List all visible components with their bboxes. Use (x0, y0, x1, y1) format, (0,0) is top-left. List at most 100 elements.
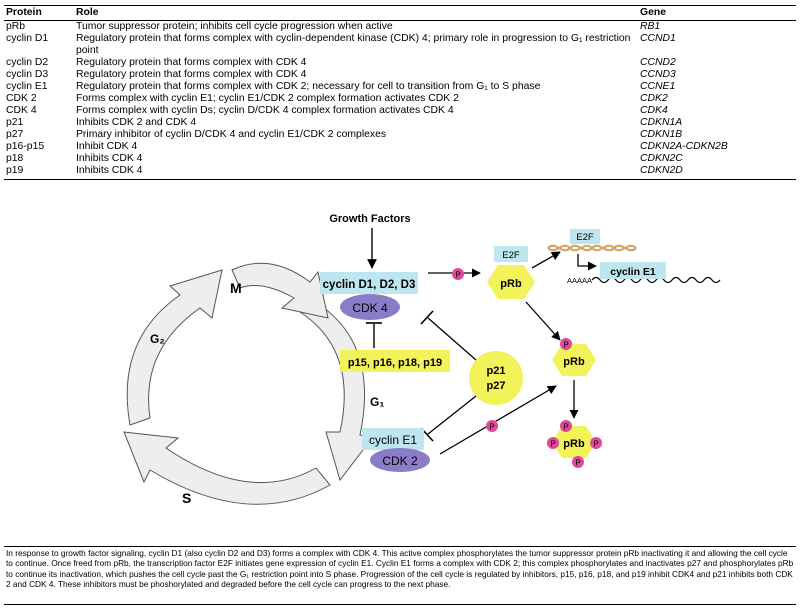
cycle-arrow-g2 (126, 269, 223, 426)
prb-pp-phospho-1-label: P (563, 423, 568, 432)
p21-inhibit-cdk2-line (427, 395, 477, 435)
cell-gene: CDK2 (640, 93, 668, 104)
table-row: cyclin D2 Regulatory protein that forms c… (4, 57, 796, 69)
cell-cycle-diagram: M G₂ S G₁ Growth Factors cyclin D1, D2, … (123, 213, 721, 506)
cell-protein: p27 (6, 129, 24, 140)
table-row: CDK 2 Forms complex with cyclin E1; cycli… (4, 93, 796, 105)
table-top-rule (4, 5, 796, 6)
phase-g2-label: G₂ (150, 332, 165, 346)
cdk2-phospho-arrow (439, 385, 557, 455)
header-gene: Gene (638, 6, 796, 21)
cell-protein: cyclin D3 (6, 69, 49, 80)
cell-protein: pRb (6, 21, 26, 32)
cell-protein: cyclin D2 (6, 57, 49, 68)
cell-gene: CCND3 (640, 69, 676, 80)
phase-m-label: M (230, 280, 242, 296)
prb-label: pRb (500, 278, 522, 290)
prb-pp-phospho-4-label: P (575, 459, 580, 468)
cycle-arrow-m (231, 262, 329, 319)
protein-table: Protein Role Gene pRb Tumor suppressor pr… (4, 6, 796, 180)
cyclin-e1-box (362, 428, 424, 450)
prb-pp-phospho-3 (590, 437, 602, 449)
cdk4-label: CDK 4 (352, 301, 388, 315)
cyclin-d-box (320, 272, 418, 294)
p21-label: p21 (487, 365, 506, 377)
cdk4-oval (340, 294, 400, 320)
cell-role: Regulatory protein that forms complex wi… (76, 57, 307, 68)
cyclin-e1-mrna-label: cyclin E1 (610, 266, 656, 278)
prb-p-hexagon (552, 344, 596, 376)
transcription-arrow (577, 254, 597, 271)
prb-pp-phospho-2 (547, 437, 559, 449)
e2f-release-arrow (531, 251, 561, 269)
cdk2-oval (370, 448, 430, 472)
cell-gene: CCNE1 (640, 81, 676, 92)
phospho-dot-1 (452, 268, 464, 280)
table-body: pRb Tumor suppressor protein; inhibits ce… (4, 21, 796, 180)
prb-pp-phospho-2-label: P (550, 440, 555, 449)
header-protein: Protein (4, 6, 74, 21)
polya-label: AAAAA (567, 276, 592, 285)
prb-pp-phospho-4 (572, 456, 584, 468)
prb-p-label: pRb (563, 356, 585, 368)
cell-role: Forms complex with cyclin E1; cyclin E1/… (76, 93, 459, 104)
table-header-row: Protein Role Gene (4, 6, 796, 21)
cell-protein: cyclin D1 (6, 33, 49, 44)
prb-pp-hexagon (552, 426, 596, 458)
prb-to-prbp-arrow (525, 301, 561, 341)
prb-pp-phospho-1 (560, 420, 572, 432)
cell-protein: CDK 2 (6, 93, 37, 104)
cell-gene: CDKN1A (640, 117, 683, 128)
cell-role: Regulatory protein that forms complex wi… (76, 81, 541, 92)
prb-pp-label: pRb (563, 438, 585, 450)
growth-factors-label: Growth Factors (329, 213, 410, 225)
cycle-arrow-g1 (299, 299, 373, 482)
dna-helix-2 (547, 244, 637, 252)
cell-role: Inhibits CDK 4 (74, 165, 638, 180)
cell-cycle-ring (123, 262, 373, 505)
e2f-free-label: E2F (576, 232, 594, 243)
phospho-dot-2 (486, 420, 498, 432)
table-row: pRb Tumor suppressor protein; inhibits ce… (4, 21, 796, 34)
cell-gene: CCND2 (640, 57, 676, 68)
phase-s-label: S (182, 490, 191, 506)
ink-inhibitors-label: p15, p16, p18, p19 (348, 357, 442, 369)
cell-protein: p21 (6, 117, 24, 128)
cell-gene: CCND1 (640, 33, 676, 44)
cyclin-e1-mrna-box (600, 262, 666, 279)
prb-p-phospho-label: P (563, 341, 568, 350)
cycle-arrow-s (123, 431, 331, 505)
cell-protein: p16-p15 (6, 141, 45, 152)
phospho-dot-2-label: P (489, 423, 494, 432)
table-row: cyclin D3 Regulatory protein that forms c… (4, 69, 796, 81)
cell-gene: CDKN2D (638, 165, 796, 180)
header-role: Role (74, 6, 638, 21)
phase-g1-label: G₁ (370, 395, 384, 409)
e2f-bound-box (494, 246, 528, 262)
cell-role: Inhibits CDK 2 and CDK 4 (76, 117, 197, 128)
prb-hexagon (487, 265, 535, 299)
cell-protein: cyclin E1 (6, 81, 48, 92)
ink-inhibitors-box (340, 350, 450, 372)
p21-p27-circle (469, 351, 523, 405)
caption-bottom-rule (4, 604, 796, 605)
cell-role: Tumor suppressor protein; inhibits cell … (76, 21, 393, 32)
cell-gene: CDKN1B (640, 129, 683, 140)
cell-role: Regulatory protein that forms complex wi… (76, 69, 307, 80)
cell-gene: CDK4 (640, 105, 668, 116)
cell-gene: RB1 (640, 21, 661, 32)
e2f-bound-label: E2F (502, 250, 520, 261)
prb-pp-phospho-3-label: P (593, 440, 598, 449)
table-row: cyclin E1 Regulatory protein that forms c… (4, 81, 796, 93)
cell-role: Primary inhibitor of cyclin D/CDK 4 and … (76, 129, 387, 140)
figure-caption: In response to growth factor signaling, … (6, 548, 794, 590)
p21-inhibit-cdk4-line (427, 317, 477, 361)
cell-gene: CDKN2A-CDKN2B (640, 141, 728, 152)
p21-inhibit-cdk4-bar (420, 310, 434, 325)
cell-gene: CDKN2C (640, 153, 683, 164)
caption-top-rule (4, 546, 796, 547)
